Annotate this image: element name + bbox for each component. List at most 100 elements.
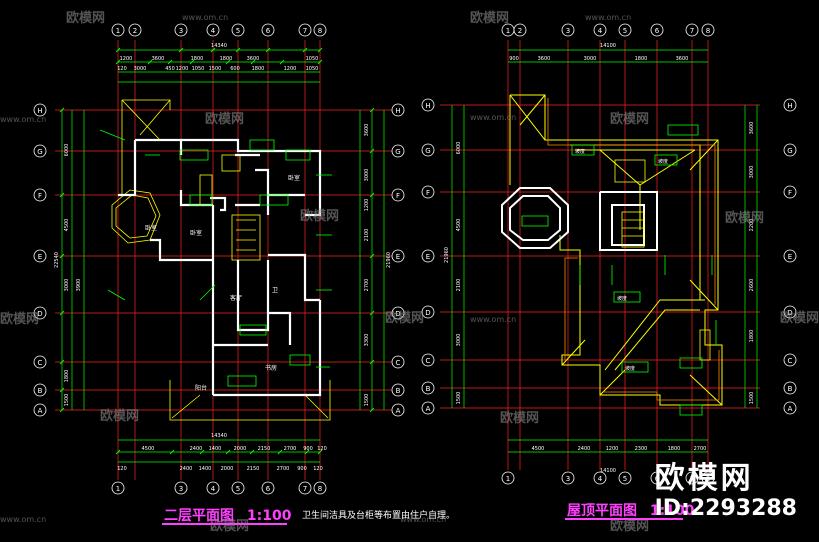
svg-text:3000: 3000 <box>456 334 462 347</box>
brand-watermark: 欧模网 ID:2293288 <box>655 462 797 522</box>
svg-text:1050: 1050 <box>306 56 319 62</box>
right-col-b4: 4 <box>598 475 603 483</box>
svg-text:3600: 3600 <box>247 56 260 62</box>
right-col-b5: 5 <box>623 475 627 483</box>
svg-text:3600: 3600 <box>676 56 689 62</box>
left-grid-labels: 1 2 3 4 5 6 7 8 1 3 4 5 6 7 8 H G F E D … <box>37 27 400 493</box>
svg-text:2300: 2300 <box>635 446 648 452</box>
svg-text:1800: 1800 <box>749 330 755 343</box>
svg-text:2150: 2150 <box>247 466 260 472</box>
svg-text:2400: 2400 <box>190 446 203 452</box>
right-col-3: 3 <box>566 27 570 35</box>
left-col-b5: 5 <box>236 485 240 493</box>
left-col-8: 8 <box>318 27 322 35</box>
left-col-2: 2 <box>133 27 137 35</box>
svg-text:1200: 1200 <box>284 66 297 72</box>
svg-text:坡度: 坡度 <box>617 295 627 302</box>
svg-text:3000: 3000 <box>64 279 70 292</box>
left-row-rA: A <box>396 407 401 415</box>
svg-text:2100: 2100 <box>456 279 462 292</box>
watermark-brand: 欧模网 <box>205 111 244 127</box>
svg-text:卧室: 卧室 <box>190 229 202 237</box>
svg-text:900: 900 <box>303 446 313 452</box>
right-row-rA: A <box>788 405 793 413</box>
svg-text:3600: 3600 <box>538 56 551 62</box>
watermark-url: www.om.cn <box>470 113 516 122</box>
right-grid-bubbles <box>421 23 797 485</box>
right-row-D: D <box>425 309 430 317</box>
svg-text:坡度: 坡度 <box>575 148 585 155</box>
watermark-brand: 欧模网 <box>500 410 539 426</box>
svg-text:120: 120 <box>117 466 127 472</box>
svg-text:2200: 2200 <box>749 219 755 232</box>
right-col-b7: 7 <box>690 475 694 483</box>
svg-text:书房: 书房 <box>265 364 277 372</box>
right-row-rG: G <box>787 147 792 155</box>
svg-text:2400: 2400 <box>180 466 193 472</box>
right-plan-title-text: 屋顶平面图 <box>567 503 637 519</box>
right-col-b8: 8 <box>706 475 710 483</box>
watermark-url: www.om.cn <box>470 315 516 324</box>
brand-logo-text: 欧模网 <box>654 461 754 496</box>
svg-text:4500: 4500 <box>142 446 155 452</box>
svg-text:450: 450 <box>165 66 175 72</box>
left-row-G: G <box>37 148 42 156</box>
svg-text:1200: 1200 <box>364 199 370 212</box>
left-col-5: 5 <box>236 27 240 35</box>
svg-text:客厅: 客厅 <box>230 294 242 302</box>
left-row-rH: H <box>395 107 400 115</box>
right-row-F: F <box>426 189 430 197</box>
left-col-6: 6 <box>266 27 271 35</box>
right-row-rF: F <box>788 189 792 197</box>
svg-text:900: 900 <box>509 56 519 62</box>
svg-text:1200: 1200 <box>120 56 133 62</box>
right-plan-title-underline <box>565 518 683 520</box>
left-dim-ticks <box>59 47 375 455</box>
left-walls <box>118 138 322 397</box>
svg-text:1500: 1500 <box>64 394 70 407</box>
svg-text:2700: 2700 <box>284 446 297 452</box>
svg-text:600: 600 <box>230 66 240 72</box>
svg-text:1400: 1400 <box>199 466 212 472</box>
svg-text:卧室: 卧室 <box>145 224 157 232</box>
svg-text:坡度: 坡度 <box>625 365 635 372</box>
right-col-b1: 1 <box>506 475 510 483</box>
left-col-b1: 1 <box>116 485 120 493</box>
svg-text:1050: 1050 <box>192 66 205 72</box>
left-dimension-lines <box>61 49 385 463</box>
left-row-D: D <box>37 310 42 318</box>
watermark-brand: 欧模网 <box>210 518 249 534</box>
left-plan-title-text: 二层平面图 <box>164 508 234 524</box>
svg-text:2400: 2400 <box>578 446 591 452</box>
left-row-B: B <box>38 387 43 395</box>
right-col-5: 5 <box>623 27 627 35</box>
svg-text:2700: 2700 <box>364 279 370 292</box>
svg-text:卫: 卫 <box>272 287 278 294</box>
svg-text:1500: 1500 <box>209 66 222 72</box>
right-row-A: A <box>426 405 431 413</box>
left-row-A: A <box>38 407 43 415</box>
right-dim-texts: 14100 14100 900 3600 3000 1800 3600 4500… <box>509 43 706 474</box>
watermark-brand: 欧模网 <box>610 518 649 534</box>
left-room-labels: 卧室 卧室 卧室 书房 卫 客厅 阳台 <box>145 174 300 392</box>
watermark-url: www.om.cn <box>585 13 631 22</box>
svg-text:1800: 1800 <box>635 56 648 62</box>
svg-text:3900: 3900 <box>76 279 82 292</box>
left-row-rD: D <box>395 310 400 318</box>
left-inner-marks <box>99 129 332 387</box>
svg-text:1800: 1800 <box>64 370 70 383</box>
svg-text:3600: 3600 <box>364 124 370 137</box>
left-row-rC: C <box>396 359 401 367</box>
right-row-rD: D <box>787 309 792 317</box>
left-col-7: 7 <box>303 27 307 35</box>
right-row-rB: B <box>788 385 793 393</box>
watermark-layer: 欧模网 www.om.cn 欧模网 www.om.cn 欧模网 www.om.c… <box>0 10 819 534</box>
left-row-E: E <box>38 253 42 261</box>
left-col-b6: 6 <box>266 485 271 493</box>
watermark-url: www.om.cn <box>0 115 46 124</box>
watermark-brand: 欧模网 <box>0 311 39 327</box>
svg-text:4500: 4500 <box>532 446 545 452</box>
svg-text:3300: 3300 <box>364 334 370 347</box>
right-col-8: 8 <box>706 27 710 35</box>
svg-text:3600: 3600 <box>749 122 755 135</box>
